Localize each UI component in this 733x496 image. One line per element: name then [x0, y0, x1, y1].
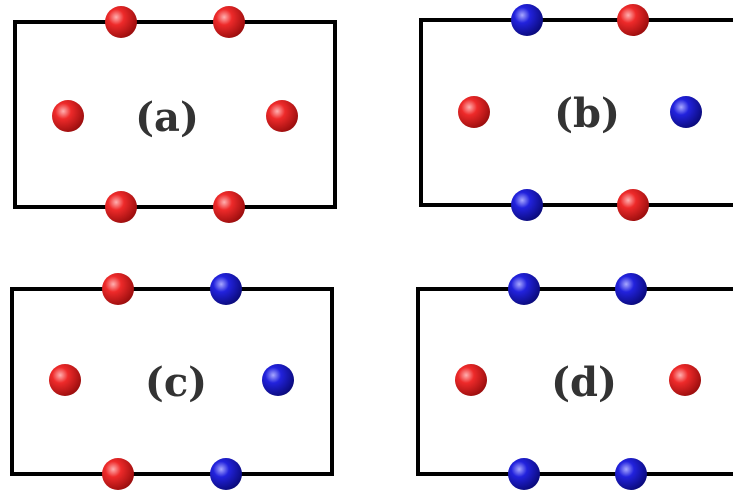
- panel-c: (c): [10, 273, 334, 490]
- atom-top-left-red: [105, 6, 137, 38]
- cell-frame: [416, 287, 733, 476]
- atom-bottom-left-blue: [508, 458, 540, 490]
- atom-right-blue: [262, 364, 294, 396]
- atom-left-red: [49, 364, 81, 396]
- atom-bottom-right-red: [617, 189, 649, 221]
- atom-left-red: [52, 100, 84, 132]
- panel-d: (d): [416, 273, 733, 490]
- atom-top-right-red: [617, 4, 649, 36]
- panel-label-c: (c): [145, 359, 207, 406]
- panel-a: (a): [13, 6, 337, 223]
- atom-top-left-blue: [511, 4, 543, 36]
- atom-bottom-left-red: [102, 458, 134, 490]
- atom-right-red: [669, 364, 701, 396]
- atom-right-blue: [670, 96, 702, 128]
- panel-label-b: (b): [554, 90, 620, 137]
- atom-top-left-blue: [508, 273, 540, 305]
- panel-b: (b): [419, 4, 733, 221]
- atom-left-red: [455, 364, 487, 396]
- atom-bottom-right-blue: [615, 458, 647, 490]
- atom-bottom-right-blue: [210, 458, 242, 490]
- atom-left-red: [458, 96, 490, 128]
- atom-top-right-blue: [210, 273, 242, 305]
- cell-frame: [13, 20, 337, 209]
- atom-top-left-red: [102, 273, 134, 305]
- atom-top-right-blue: [615, 273, 647, 305]
- atom-bottom-left-blue: [511, 189, 543, 221]
- cell-frame: [419, 18, 733, 207]
- cell-frame: [10, 287, 334, 476]
- panel-label-d: (d): [551, 359, 617, 406]
- panel-label-a: (a): [135, 94, 199, 141]
- atom-bottom-left-red: [105, 191, 137, 223]
- atom-right-red: [266, 100, 298, 132]
- atom-bottom-right-red: [213, 191, 245, 223]
- atom-top-right-red: [213, 6, 245, 38]
